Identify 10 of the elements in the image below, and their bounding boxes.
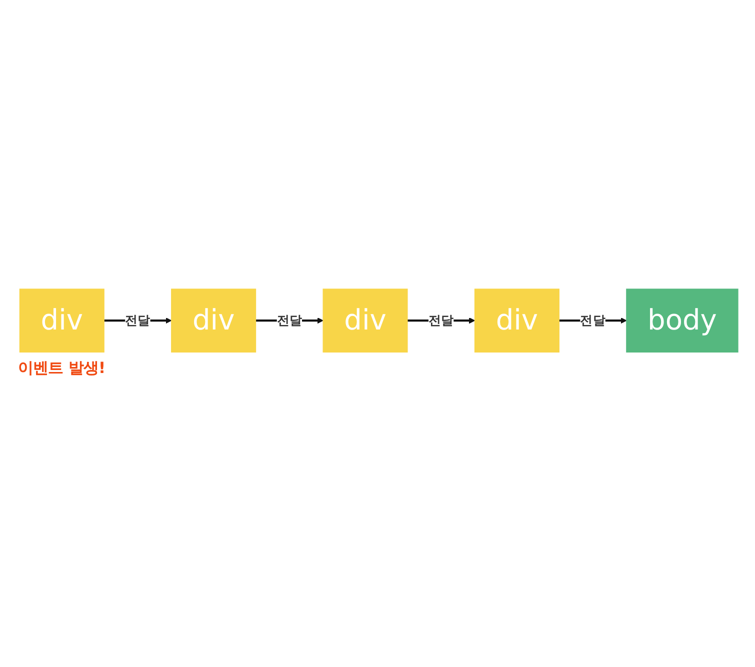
node-box: div <box>322 289 408 353</box>
edge-label: 전달 <box>580 314 606 328</box>
node-box: div <box>171 289 256 353</box>
edge-label: 전달 <box>428 314 454 328</box>
node-box: body <box>626 289 738 353</box>
edge-label: 전달 <box>125 314 150 328</box>
node-box: div <box>19 289 104 353</box>
event-note: 이벤트 발생! <box>18 360 106 378</box>
node-box: div <box>474 289 560 353</box>
edge-label: 전달 <box>276 314 302 328</box>
